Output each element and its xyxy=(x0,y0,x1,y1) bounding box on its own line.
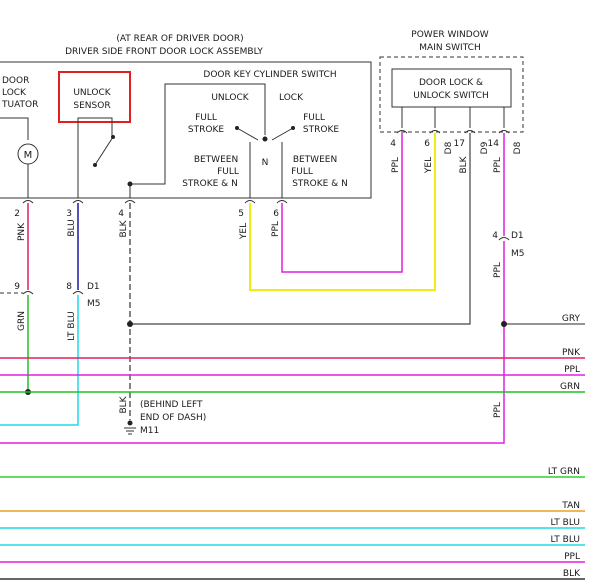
bus-label-blk: BLK xyxy=(563,569,581,579)
ground-id: M11 xyxy=(140,426,159,436)
sensor-switch-blade xyxy=(94,136,114,166)
unlock-contact-dot xyxy=(235,126,239,130)
stroke-n-label-1: STROKE & N xyxy=(182,179,238,189)
wire-blk-pw xyxy=(130,133,471,325)
pw-title-2: MAIN SWITCH xyxy=(419,43,480,53)
bus-label-lt-blu-1: LT BLU xyxy=(551,518,580,528)
pin-pw4: 4 xyxy=(390,139,396,149)
bus-label-pnk: PNK xyxy=(562,348,581,358)
pin-pw6: 6 xyxy=(424,139,430,149)
bus-label-tan: TAN xyxy=(561,501,580,511)
wire-label-ppl-mid: PPL xyxy=(493,262,503,278)
assembly-title: DRIVER SIDE FRONT DOOR LOCK ASSEMBLY xyxy=(65,47,263,57)
pw-title-1: POWER WINDOW xyxy=(411,30,489,40)
stroke-label-2: STROKE xyxy=(303,125,339,135)
actuator-label-2: LOCK xyxy=(2,88,27,98)
door-lock-assembly-box xyxy=(0,61,372,199)
pin-a3: 3 xyxy=(66,209,72,219)
unlock-label: UNLOCK xyxy=(211,93,249,103)
lock-contact-blade xyxy=(271,127,294,141)
key-switch-splice-dot xyxy=(127,181,133,187)
pin-c9: 9 xyxy=(14,282,20,292)
wire-label-yel: YEL xyxy=(239,223,249,240)
full-label-2: FULL xyxy=(303,113,325,123)
between-label-2: BETWEEN xyxy=(293,155,337,165)
pin-pwd8b: D8 xyxy=(513,141,523,154)
actuator-wire-top xyxy=(0,117,29,140)
pin-r-d1: D1 xyxy=(511,231,524,241)
pin-a5: 5 xyxy=(238,209,244,219)
connector-chevrons xyxy=(22,130,510,295)
lock-label: LOCK xyxy=(279,93,304,103)
wire-label-pw-yel: YEL xyxy=(424,157,434,174)
actuator-label-3: TUATOR xyxy=(1,100,38,110)
ground-icon xyxy=(124,427,136,435)
key-switch-title: DOOR KEY CYLINDER SWITCH xyxy=(203,70,336,80)
wire-label-pw-ppl: PPL xyxy=(391,157,401,173)
wire-ppl-pw-lower xyxy=(0,241,505,444)
bus-label-lt-grn: LT GRN xyxy=(548,467,580,477)
unlock-contact-blade xyxy=(236,127,259,141)
pin-pwd8: D8 xyxy=(444,141,454,154)
assembly-location: (AT REAR OF DRIVER DOOR) xyxy=(116,34,243,44)
wire-label-grn: GRN xyxy=(17,311,27,331)
bus-label-lt-blu-2: LT BLU xyxy=(551,535,580,545)
wire-label-pw-blk: BLK xyxy=(459,155,469,173)
sensor-wire xyxy=(77,117,113,198)
ground-label-2: END OF DASH) xyxy=(140,413,206,423)
stroke-n-label-2: STROKE & N xyxy=(292,179,348,189)
pin-pw17: 17 xyxy=(454,139,465,149)
pin-c-d1: D1 xyxy=(87,282,100,292)
wire-label-lt-blu: LT BLU xyxy=(67,311,77,340)
pin-a6: 6 xyxy=(273,209,279,219)
motor-symbol: M xyxy=(24,150,33,161)
bus-label-grn: GRN xyxy=(560,382,580,392)
neutral-label: N xyxy=(262,158,269,168)
actuator-label-1: DOOR xyxy=(2,76,29,86)
pin-pw14: 14 xyxy=(488,139,500,149)
lock-contact-dot xyxy=(291,126,295,130)
pin-r4: 4 xyxy=(492,231,498,241)
pin-a4: 4 xyxy=(118,209,124,219)
full-label-4: FULL xyxy=(291,167,313,177)
door-lock-unlock-switch-box xyxy=(391,68,512,108)
unlock-sensor-highlight xyxy=(58,71,131,123)
wire-label-blk-low: BLK xyxy=(119,395,129,413)
pin-r-m5: M5 xyxy=(511,249,525,259)
sensor-pivot-dot xyxy=(111,135,115,139)
wire-label-blu: BLU xyxy=(67,219,77,236)
pw-inner-1: DOOR LOCK & xyxy=(419,78,483,88)
stroke-label-1: STROKE xyxy=(188,125,224,135)
wire-yel-unlock xyxy=(249,133,436,291)
pin-c-m5: M5 xyxy=(87,299,101,309)
between-label-1: BETWEEN xyxy=(194,155,238,165)
blk-splice-dot xyxy=(127,321,133,327)
ground-dot xyxy=(127,420,133,426)
sensor-contact-dot xyxy=(93,163,97,167)
wire-label-pw-ppl2: PPL xyxy=(493,157,503,173)
bus-label-ppl-2: PPL xyxy=(564,552,580,562)
neutral-contact-dot xyxy=(262,136,268,142)
pw-inner-2: UNLOCK SWITCH xyxy=(413,91,488,101)
power-window-switch-box xyxy=(379,56,524,133)
full-label-3: FULL xyxy=(217,167,239,177)
pin-pwd9: D9 xyxy=(480,141,490,154)
sensor-label-2: SENSOR xyxy=(73,101,110,111)
wire-label-pnk: PNK xyxy=(17,222,27,241)
wire-lt-blu xyxy=(0,295,79,426)
bus-label-gry: GRY xyxy=(562,314,581,324)
bus-label-ppl: PPL xyxy=(564,365,580,375)
ground-label-1: (BEHIND LEFT xyxy=(140,400,203,410)
wire-label-ppl: PPL xyxy=(271,221,281,237)
pin-a2: 2 xyxy=(14,209,20,219)
wire-label-ppl-low: PPL xyxy=(493,402,503,418)
wire-label-blk: BLK xyxy=(119,219,129,237)
sensor-label-1: UNLOCK xyxy=(73,88,111,98)
full-label-1: FULL xyxy=(195,113,217,123)
gry-splice-dot xyxy=(501,321,507,327)
wire-ppl-lock xyxy=(281,133,403,273)
pin-c8: 8 xyxy=(66,282,72,292)
